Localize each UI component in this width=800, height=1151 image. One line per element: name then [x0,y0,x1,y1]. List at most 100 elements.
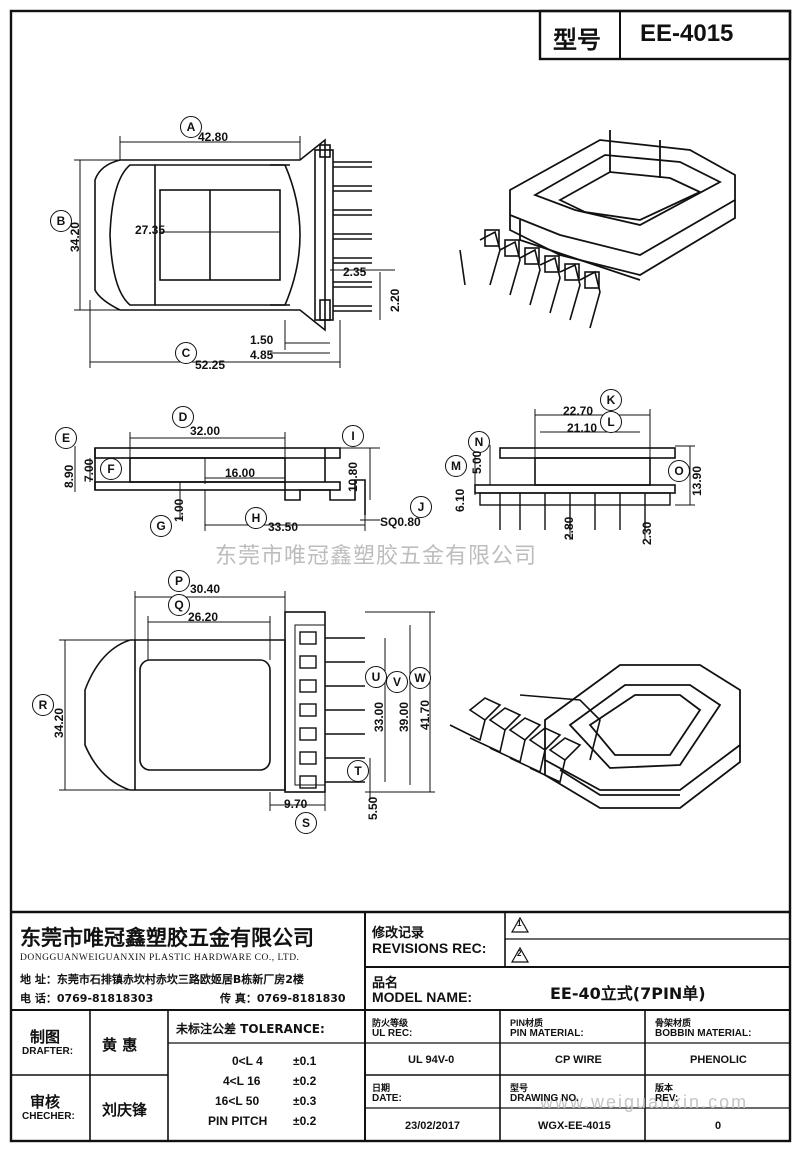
bobbin-material-value: PHENOLIC [690,1054,747,1066]
dim-L: 21.10 [567,421,598,435]
dim-E: 8.90 [62,464,76,488]
dim-T: 5.50 [366,796,380,820]
label-T: T [347,760,369,782]
dim-B: 34.20 [68,221,82,252]
label-L: L [600,411,622,433]
label-Q: Q [168,594,190,616]
dim-O: 13.90 [690,465,704,496]
checker-label-en: CHECHER: [22,1111,75,1122]
drawing-no-label-cn: 型号 [510,1084,529,1094]
tolerance-label: 未标注公差 TOLERANCE: [176,1022,325,1036]
tolerance-range-3: 16<L 50 [215,1094,260,1108]
label-D: D [172,406,194,428]
company-name-cn: 东莞市唯冠鑫塑胶五金有限公司 [20,926,314,950]
dim-F: 7.00 [82,458,96,482]
dim-H: 33.50 [268,520,299,534]
rev-label-cn: 版本 [655,1084,674,1094]
dim-R: 34.20 [52,707,66,738]
label-K: K [600,389,622,411]
pin-material-value: CP WIRE [555,1054,602,1066]
dim-I: 10.80 [346,461,360,492]
pin-material-label-en: PIN MATERIAL: [510,1028,584,1039]
revisions-label-cn: 修改记录 [372,926,425,941]
drawing-no-value: WGX-EE-4015 [538,1120,611,1132]
dim-N: 5.00 [470,450,484,474]
model-name-label-cn: 品名 [372,976,399,991]
drafter-name: 黄 惠 [102,1036,138,1054]
label-J: J [410,496,432,518]
label-H: H [245,507,267,529]
ul-label-en: UL REC: [372,1028,413,1039]
label-B: B [50,210,72,232]
label-R: R [32,694,54,716]
company-fax: 传 真：0769-8181830 [220,992,346,1005]
dim-J: SQ0.80 [380,515,421,529]
dim-inner-width: 27.35 [135,223,166,237]
date-value: 23/02/2017 [405,1120,461,1132]
pin-material-label-cn: PIN材质 [510,1018,544,1028]
dim-16-00: 16.00 [225,466,256,480]
revision-2: 2 [517,949,522,958]
tolerance-value-3: ±0.3 [293,1094,317,1108]
tolerance-range-1: 0<L 4 [232,1054,263,1068]
dim-Q: 26.20 [188,610,219,624]
checker-name: 刘庆锋 [102,1101,148,1119]
label-F: F [100,458,122,480]
drafter-label-cn: 制图 [30,1028,61,1046]
label-E: E [55,427,77,449]
label-S: S [295,812,317,834]
label-P: P [168,570,190,592]
drawing-no-label-en: DRAWING NO. [510,1093,579,1104]
rev-label-en: REV: [655,1093,679,1104]
dim-C: 52.25 [195,358,226,372]
tolerance-range-4: PIN PITCH [208,1114,268,1128]
tolerance-range-2: 4<L 16 [223,1074,261,1088]
dim-pin-height: 2.20 [388,288,402,312]
tolerance-value-2: ±0.2 [293,1074,317,1088]
label-A: A [180,116,202,138]
dim-W: 41.70 [418,699,432,730]
dim-K: 22.70 [563,404,594,418]
dim-4-85: 4.85 [250,348,274,362]
model-number: EE-4015 [640,20,734,47]
model-label: 型号 [553,26,601,54]
dim-2-80: 2.80 [562,516,576,540]
drafter-label-en: DRAFTER: [22,1046,74,1057]
checker-label-cn: 审核 [30,1093,61,1111]
label-G: G [150,515,172,537]
dim-D: 32.00 [190,424,221,438]
label-N: N [468,431,490,453]
dim-pitch: 2.35 [343,265,367,279]
tolerance-value-4: ±0.2 [293,1114,317,1128]
bobbin-material-label-en: BOBBIN MATERIAL: [655,1028,752,1039]
company-address: 地 址：东莞市石排镇赤坎村赤坎三路欧姬居B栋新厂房2楼 [20,973,304,986]
bobbin-material-label-cn: 骨架材质 [655,1019,692,1029]
dim-P: 30.40 [190,582,221,596]
ul-label-cn: 防火等级 [372,1019,409,1029]
label-W: W [409,667,431,689]
dim-V: 39.00 [397,701,411,732]
dim-2-30: 2.30 [640,521,654,545]
ul-value: UL 94V-0 [408,1054,455,1066]
label-V: V [386,671,408,693]
model-name-value: EE-40立式(7PIN单) [550,984,706,1003]
revisions-label-en: REVISIONS REC: [372,940,487,956]
dim-M: 6.10 [453,488,467,512]
label-C: C [175,342,197,364]
revision-1: 1 [517,919,522,928]
company-phone: 电 话：0769-81818303 [20,992,154,1005]
model-name-label-en: MODEL NAME: [372,989,473,1005]
date-label-cn: 日期 [372,1084,391,1094]
label-U: U [365,666,387,688]
dim-G: 1.00 [172,498,186,522]
tolerance-value-1: ±0.1 [293,1054,317,1068]
date-label-en: DATE: [372,1093,402,1104]
dim-U: 33.00 [372,701,386,732]
watermark: 东莞市唯冠鑫塑胶五金有限公司 [215,544,538,569]
watermark-url: www.weiguanxin.com [540,1092,749,1112]
company-name-en: DONGGUANWEIGUANXIN PLASTIC HARDWARE CO.,… [20,953,300,963]
dim-1-50: 1.50 [250,333,274,347]
dim-A: 42.80 [198,130,229,144]
